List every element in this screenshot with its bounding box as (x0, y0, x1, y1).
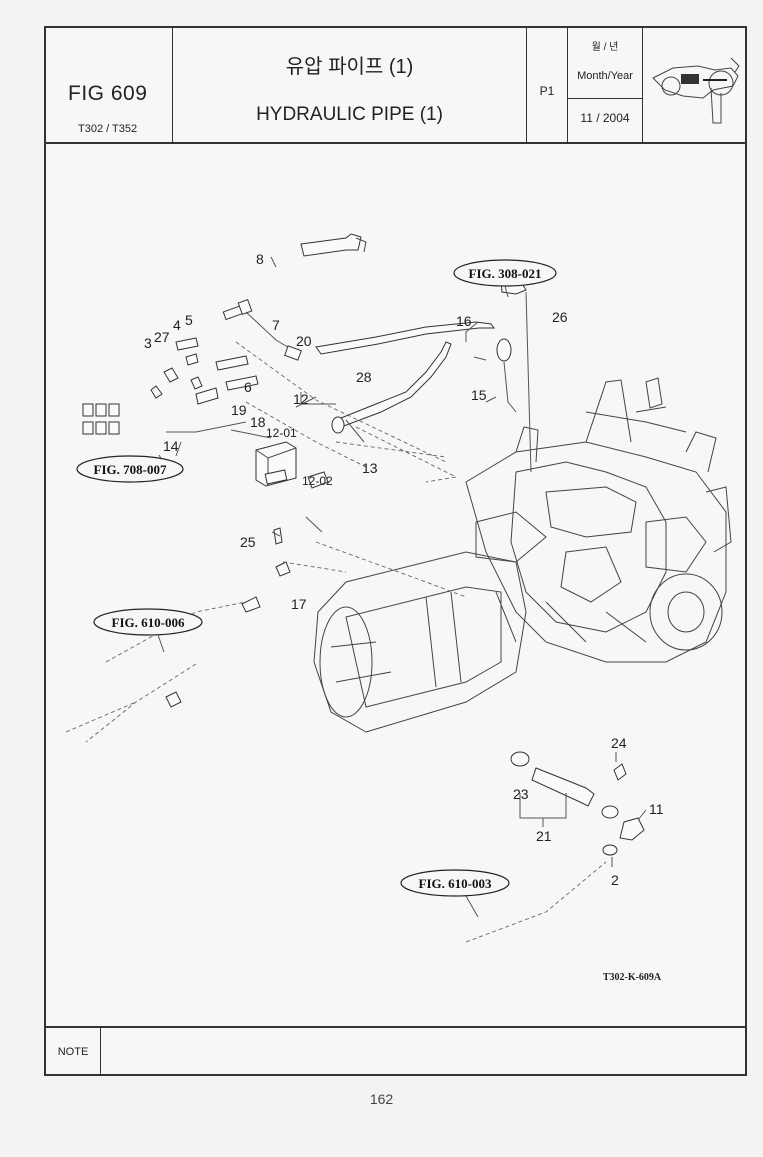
callout-20: 20 (296, 333, 312, 349)
callout-19: 19 (231, 402, 247, 418)
callout-15: 15 (471, 387, 487, 403)
callout-3: 3 (144, 335, 152, 351)
callout-28: 28 (356, 369, 372, 385)
callout-8: 8 (256, 251, 264, 267)
callout-27: 27 (154, 329, 170, 345)
hydraulic-pipe-parts (65, 233, 647, 943)
title-korean: 유압 파이프 (1) (285, 56, 414, 78)
date-value: 11 / 2004 (580, 111, 630, 125)
quick-coupler-set (82, 403, 120, 435)
tractor-chassis-drawing (313, 377, 732, 733)
thumbnail-cell (643, 28, 745, 142)
callout-23: 23 (513, 786, 529, 802)
part-callouts: 8 7 20 3 27 4 5 6 14 19 18 12 12-01 12-0… (144, 251, 664, 888)
callout-12-01: 12-01 (266, 426, 297, 440)
title-english: HYDRAULIC PIPE (1) (256, 104, 443, 125)
title-cell: 유압 파이프 (1) HYDRAULIC PIPE (1) (173, 28, 527, 142)
callout-14: 14 (163, 438, 179, 454)
callout-18: 18 (250, 414, 266, 430)
callout-17: 17 (291, 596, 307, 612)
callout-13: 13 (362, 460, 378, 476)
ref-fig-610-003: FIG. 610-003 (419, 876, 492, 891)
ref-fig-308-021: FIG. 308-021 (469, 266, 542, 281)
callout-4: 4 (173, 317, 181, 333)
figure-number-cell: FIG 609 T302 / T352 (46, 28, 173, 142)
callout-21: 21 (536, 828, 552, 844)
date-header-korean: 월 / 년 (591, 42, 619, 53)
callout-16: 16 (456, 313, 472, 329)
page-label: P1 (539, 84, 555, 98)
callout-7: 7 (272, 317, 280, 333)
page-cell: P1 (527, 28, 568, 142)
callout-24: 24 (611, 735, 627, 751)
callout-6: 6 (244, 379, 252, 395)
figure-references: FIG. 308-021 FIG. 708-007 FIG. 610-006 F… (76, 259, 557, 918)
callout-5: 5 (185, 312, 193, 328)
model-numbers: T302 / T352 (78, 123, 138, 135)
callout-2: 2 (611, 872, 619, 888)
page-number: 162 (369, 1091, 394, 1107)
header-block: FIG 609 T302 / T352 유압 파이프 (1) HYDRAULIC… (46, 28, 745, 144)
callout-11: 11 (649, 801, 664, 817)
date-cell: 월 / 년 Month/Year 11 / 2004 (568, 28, 643, 142)
callout-12-02: 12-02 (302, 474, 333, 488)
date-header-english: Month/Year (577, 70, 633, 82)
note-label: NOTE (46, 1028, 101, 1076)
tractor-thumbnail-icon (652, 57, 740, 124)
drawing-code: T302-K-609A (603, 972, 662, 983)
figure-number: FIG 609 (68, 82, 148, 105)
ref-fig-708-007: FIG. 708-007 (94, 462, 167, 477)
exploded-parts-diagram: 8 7 20 3 27 4 5 6 14 19 18 12 12-01 12-0… (65, 233, 732, 983)
callout-26: 26 (552, 309, 568, 325)
callout-12: 12 (293, 391, 309, 407)
ref-fig-610-006: FIG. 610-006 (112, 615, 185, 630)
document-frame: FIG 609 T302 / T352 유압 파이프 (1) HYDRAULIC… (44, 26, 747, 1076)
note-row: NOTE (46, 1026, 745, 1076)
callout-25: 25 (240, 534, 256, 550)
